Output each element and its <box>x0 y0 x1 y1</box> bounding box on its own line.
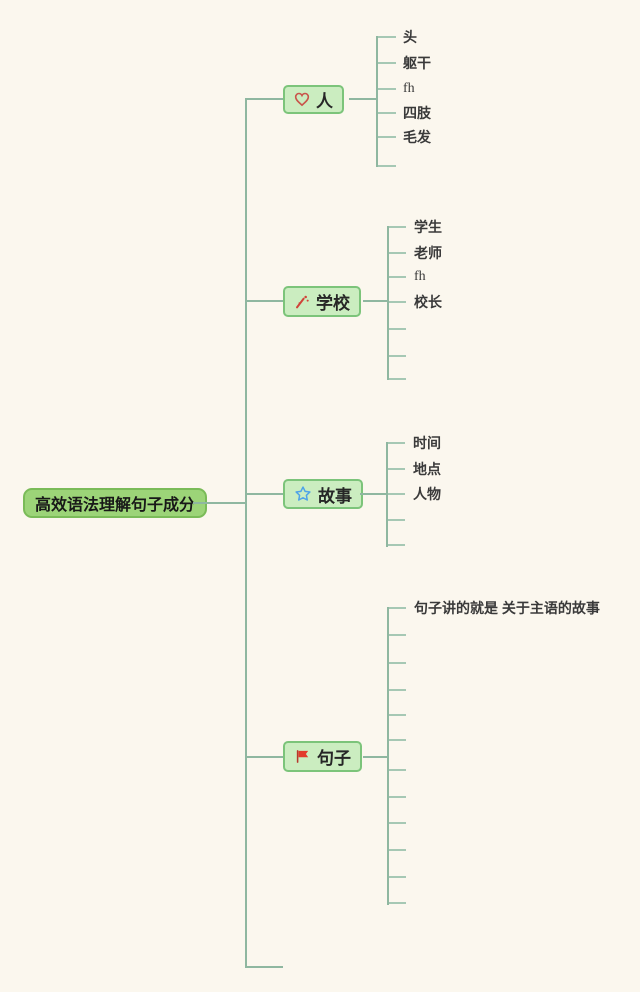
children-trunk-line <box>376 36 378 167</box>
branch-node-label: 学校 <box>316 294 350 313</box>
node-children-connector-line <box>363 756 388 758</box>
root-connector-line <box>193 502 246 504</box>
branch-node-label: 句子 <box>317 749 351 768</box>
child-topic[interactable]: 句子讲的就是 关于主语的故事 <box>414 600 600 616</box>
branch-node-sentence[interactable]: 句子 <box>283 741 362 772</box>
node-children-connector-line <box>363 300 388 302</box>
child-tick-line <box>389 276 406 278</box>
branch-node-story[interactable]: 故事 <box>283 479 363 509</box>
child-tick-line <box>378 36 396 38</box>
root-node-label: 高效语法理解句子成分 <box>35 497 196 514</box>
child-topic[interactable]: 躯干 <box>403 55 431 71</box>
child-tick-line <box>389 902 406 904</box>
branch-node-label: 故事 <box>318 486 352 506</box>
child-tick-line <box>388 544 405 546</box>
child-tick-line <box>389 689 406 691</box>
child-tick-line <box>389 607 406 609</box>
node-children-connector-line <box>360 493 387 495</box>
children-trunk-line <box>386 442 388 547</box>
child-tick-line <box>388 519 405 521</box>
child-topic[interactable]: 毛发 <box>403 129 431 145</box>
child-tick-line <box>389 662 406 664</box>
child-tick-line <box>378 165 396 167</box>
child-tick-line <box>378 62 396 64</box>
branch-node-school[interactable]: 学校 <box>283 286 361 317</box>
empty-branch-line <box>245 966 283 968</box>
child-tick-line <box>389 769 406 771</box>
branch-connector-line <box>247 300 283 302</box>
children-trunk-line <box>387 607 389 905</box>
child-tick-line <box>389 301 406 303</box>
child-tick-line <box>389 849 406 851</box>
heart-icon <box>294 92 310 107</box>
child-tick-line <box>378 88 396 90</box>
child-tick-line <box>389 796 406 798</box>
child-tick-line <box>389 634 406 636</box>
child-tick-line <box>389 252 406 254</box>
child-topic[interactable]: 头 <box>403 29 417 45</box>
branch-node-person[interactable]: 人 <box>283 85 344 114</box>
child-tick-line <box>389 714 406 716</box>
pen-spatter-icon <box>294 294 310 310</box>
child-tick-line <box>389 378 406 380</box>
child-tick-line <box>389 739 406 741</box>
child-tick-line <box>388 468 405 470</box>
child-topic[interactable]: 地点 <box>413 461 441 477</box>
child-tick-line <box>389 822 406 824</box>
child-topic[interactable]: 时间 <box>413 435 441 451</box>
children-trunk-line <box>387 226 389 380</box>
star-icon <box>294 485 312 503</box>
child-tick-line <box>388 493 405 495</box>
branch-connector-line <box>247 98 283 100</box>
child-topic[interactable]: 校长 <box>414 294 442 310</box>
child-tick-line <box>378 112 396 114</box>
root-node[interactable]: 高效语法理解句子成分 <box>23 488 208 518</box>
child-topic[interactable]: 四肢 <box>403 105 431 121</box>
child-tick-line <box>389 876 406 878</box>
child-topic[interactable]: fh <box>414 269 426 284</box>
child-topic[interactable]: 人物 <box>413 486 441 502</box>
flag-icon <box>294 748 311 765</box>
child-topic[interactable]: 学生 <box>414 219 442 235</box>
node-children-connector-line <box>349 98 377 100</box>
child-tick-line <box>389 328 406 330</box>
child-topic[interactable]: 老师 <box>414 245 442 261</box>
child-tick-line <box>389 355 406 357</box>
child-tick-line <box>388 442 405 444</box>
child-topic[interactable]: fh <box>403 81 415 96</box>
child-tick-line <box>389 226 406 228</box>
child-tick-line <box>378 136 396 138</box>
main-trunk-line <box>245 98 247 968</box>
branch-connector-line <box>247 493 283 495</box>
branch-node-label: 人 <box>316 92 333 111</box>
branch-connector-line <box>247 756 283 758</box>
